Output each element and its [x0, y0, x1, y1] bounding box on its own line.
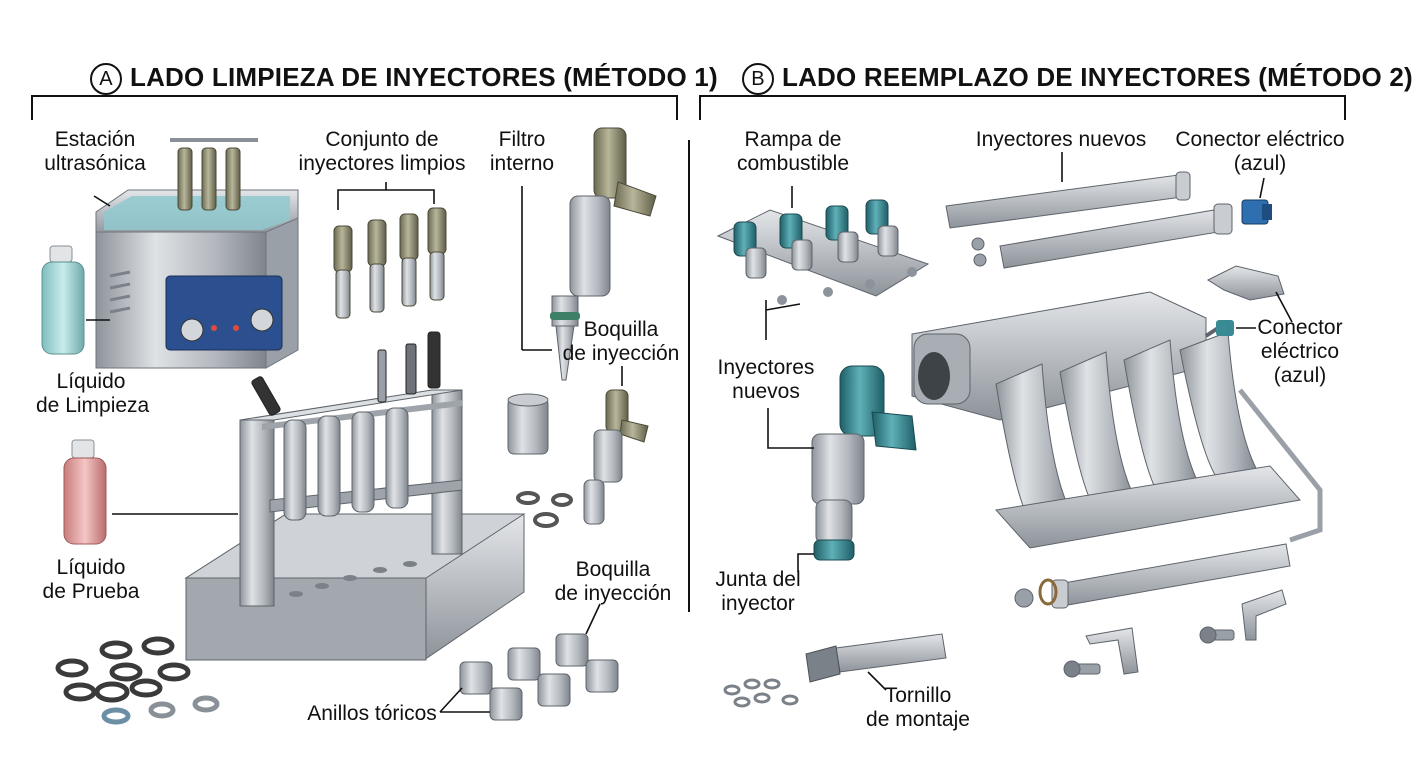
small-injector: [583, 389, 649, 525]
label-nozzle-bottom: Boquilla de inyección: [548, 558, 678, 606]
label-line: de montaje: [866, 708, 970, 731]
section-a-title: A LADO LIMPIEZA DE INYECTORES (MÉTODO 1): [90, 62, 718, 95]
label-line: Tornillo: [884, 684, 952, 707]
label-line: ultrasónica: [44, 152, 146, 175]
label-line: Líquido: [56, 556, 126, 579]
label-fuel-rail: Rampa de combustible: [728, 128, 858, 176]
intake-manifold: [911, 291, 1323, 549]
test-bench: [184, 331, 526, 661]
oring-pile: [55, 636, 220, 725]
label-connector-top: Conector eléctrico (azul): [1170, 128, 1350, 176]
connector-top-leader: [1259, 177, 1265, 199]
section-a-title-text: LADO LIMPIEZA DE INYECTORES (MÉTODO 1): [130, 62, 718, 92]
clean-injector-set: [333, 207, 447, 319]
label-line: Boquilla: [583, 318, 659, 341]
label-line: Líquido: [56, 370, 126, 393]
bracket-leader: [1275, 291, 1293, 323]
label-line: Filtro: [498, 128, 546, 151]
section-b-title-text: LADO REEMPLAZO DE INYECTORES (MÉTODO 2): [782, 62, 1413, 92]
label-line: inyector: [721, 592, 795, 615]
section-a-badge: A: [90, 63, 122, 95]
filter-baskets: [459, 633, 619, 721]
new-injector-leader: [767, 408, 814, 449]
new-injector-large: [811, 365, 917, 561]
label-clean-injector-set: Conjunto de inyectores limpios: [292, 128, 472, 176]
label-line: (azul): [1273, 364, 1327, 387]
label-line: Rampa de: [744, 128, 842, 151]
label-cleaning-liquid: Líquido de Limpieza: [36, 370, 150, 418]
label-line: (azul): [1233, 152, 1287, 175]
washers: [723, 678, 799, 708]
new-injectors-left-leader: [765, 303, 801, 340]
fuel-rail-assembly: [716, 199, 930, 305]
lower-rail: [1051, 543, 1291, 609]
label-o-rings: Anillos tóricos: [302, 702, 442, 726]
label-line: de Limpieza: [36, 394, 150, 417]
cutaway-injector: [550, 127, 657, 381]
label-line: Anillos tóricos: [307, 702, 437, 725]
label-line: Conjunto de: [325, 128, 439, 151]
ultrasonic-leader: [93, 195, 111, 207]
section-a-bracket: [31, 95, 678, 120]
label-internal-filter: Filtro interno: [482, 128, 562, 176]
label-mounting-bolt: Tornillo de montaje: [858, 684, 978, 732]
filter-cup: [507, 393, 549, 455]
label-line: Junta del: [715, 568, 801, 591]
label-nozzle-top: Boquilla de inyección: [556, 318, 686, 366]
hardware-bits: [1014, 578, 1287, 678]
orings-leader: [439, 687, 463, 713]
label-new-injectors-left: Inyectores nuevos: [708, 356, 824, 404]
label-line: Inyectores nuevos: [975, 128, 1147, 151]
section-b-badge: B: [742, 63, 774, 95]
label-ultrasonic-station: Estación ultrasónica: [40, 128, 150, 176]
mounting-bolt: [805, 633, 947, 683]
label-line: Estación: [54, 128, 136, 151]
label-test-liquid: Líquido de Prueba: [36, 556, 146, 604]
label-injector-seal: Junta del inyector: [708, 568, 808, 616]
label-line: Conector: [1257, 316, 1343, 339]
cleaning-liquid-bottle: [41, 245, 85, 355]
label-line: de inyección: [562, 342, 680, 365]
bracket: [1206, 265, 1285, 301]
label-line: nuevos: [732, 380, 800, 403]
label-new-injectors-top: Inyectores nuevos: [966, 128, 1156, 152]
section-b-title: B LADO REEMPLAZO DE INYECTORES (MÉTODO 2): [742, 62, 1413, 95]
spare-rails: [945, 171, 1233, 269]
seal-leader: [797, 553, 814, 572]
label-line: interno: [489, 152, 555, 175]
clean-set-leader: [337, 189, 435, 210]
label-line: Conector eléctrico: [1175, 128, 1345, 151]
section-b-bracket: [699, 95, 1346, 120]
label-line: inyectores limpios: [298, 152, 466, 175]
label-line: eléctrico: [1260, 340, 1340, 363]
nozzle-bottom-leader: [585, 603, 601, 635]
label-line: Inyectores: [717, 356, 815, 379]
small-orings: [516, 491, 573, 528]
blue-connector-top: [1241, 199, 1272, 225]
bolt-leader: [867, 671, 887, 691]
test-liquid-bottle: [63, 439, 107, 545]
label-line: de Prueba: [42, 580, 140, 603]
label-line: combustible: [736, 152, 850, 175]
label-line: Boquilla: [575, 558, 651, 581]
ultrasonic-station: [95, 138, 299, 369]
illustration: [31, 95, 1346, 725]
label-connector-right: Conector eléctrico (azul): [1250, 316, 1350, 388]
label-line: de inyección: [554, 582, 672, 605]
